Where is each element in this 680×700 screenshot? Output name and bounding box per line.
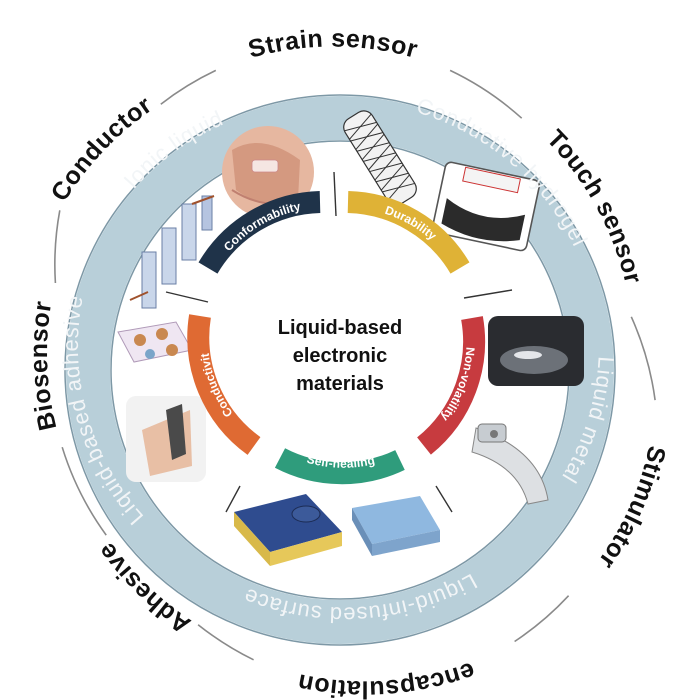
application-ring-segment (61, 446, 107, 536)
property-arc-durability (347, 191, 470, 274)
center-title-line-2: electronic (293, 345, 387, 367)
property-arc-self-healing (274, 448, 405, 485)
application-ring-segment (514, 595, 570, 643)
center-title-line-1: Liquid-based (278, 317, 402, 339)
liquid-infused-surface-image-2 (352, 496, 440, 556)
application-label-biosensor: Biosensor (25, 299, 62, 433)
liquid-metal-probe-image (471, 423, 549, 505)
application-label-strain-sensor: Strain sensor (245, 25, 421, 64)
application-ring (54, 69, 656, 661)
application-label-stimulator: Stimulator (593, 443, 671, 574)
sector-dividers (165, 171, 513, 513)
application-ring-segment (449, 69, 523, 119)
property-label-self-healing: Self-healing (305, 452, 376, 471)
material-ring-outer-edge (64, 94, 616, 646)
carbon-nanotube-image (343, 110, 417, 206)
property-arc-non-volatility (416, 316, 486, 455)
property-ring (187, 191, 486, 485)
property-arc-conductivity (187, 314, 261, 455)
liquid-metal-droplet-image (488, 316, 584, 386)
adhesive-patch-image (126, 396, 206, 482)
ionic-liquid-device-image (129, 195, 215, 309)
application-ring-segment (160, 69, 217, 105)
liquid-infused-surface-image-1 (234, 494, 342, 566)
material-ring (66, 96, 614, 644)
hydrogel-device-image (431, 161, 541, 252)
property-arc-conformability (198, 191, 321, 274)
application-ring-segment (630, 316, 656, 401)
center-title-line-3: materials (296, 373, 384, 395)
application-label-encapsulation: encapsulation (295, 656, 479, 700)
application-ring-segment (54, 210, 61, 284)
application-ring-segment (197, 624, 254, 661)
